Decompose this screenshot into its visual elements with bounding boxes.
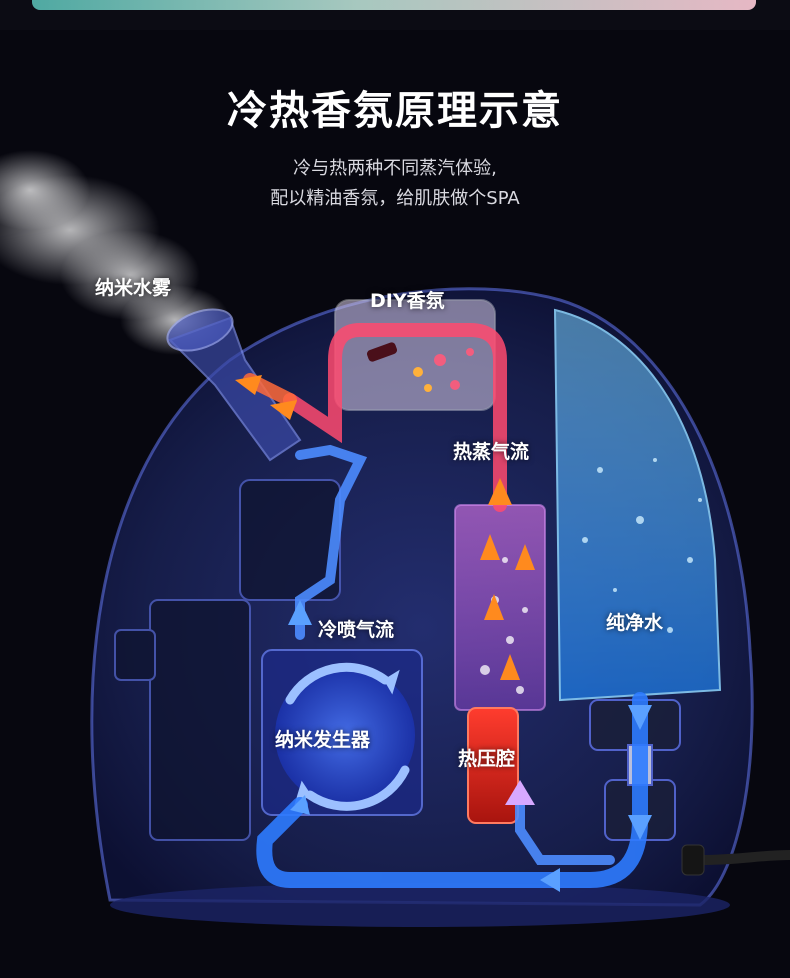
oil-capsule-icon [366,342,474,392]
water-tank [553,308,722,702]
label-heat-chamber: 热压腔 [458,748,516,770]
subtitle-line-2: 配以精油香氛，给肌肤做个SPA [270,188,520,209]
cold-flow-arrows [288,600,652,892]
heat-chamber-heater [467,707,519,824]
hot-flow-arrows [235,375,535,680]
label-nano-mist: 纳米水雾 [95,277,172,299]
mist-cloud [0,150,230,355]
water-bubbles [582,458,702,633]
housing-base [110,883,730,927]
label-pure-water: 纯净水 [606,612,664,634]
label-diy-aroma: DIY香氛 [370,290,445,312]
label-cold-spray-flow: 冷喷气流 [318,619,395,641]
steam-column [454,504,546,711]
label-nano-generator: 纳米发生器 [275,729,371,751]
nano-generator-disc [275,665,415,805]
nozzle [166,308,302,462]
power-cord [699,850,790,865]
top-gradient-strip [32,0,756,10]
page-title: 冷热香氛原理示意 [227,88,563,134]
motor-block [114,479,341,841]
page-subtitle: 冷与热两种不同蒸汽体验, 配以精油香氛，给肌肤做个SPA [0,154,790,214]
cycle-arrows-icon [285,662,410,811]
subtitle-line-1: 冷与热两种不同蒸汽体验, [293,158,497,179]
label-hot-steam-flow: 热蒸气流 [453,441,530,463]
top-bar [0,0,790,30]
cord-plug [681,844,705,876]
